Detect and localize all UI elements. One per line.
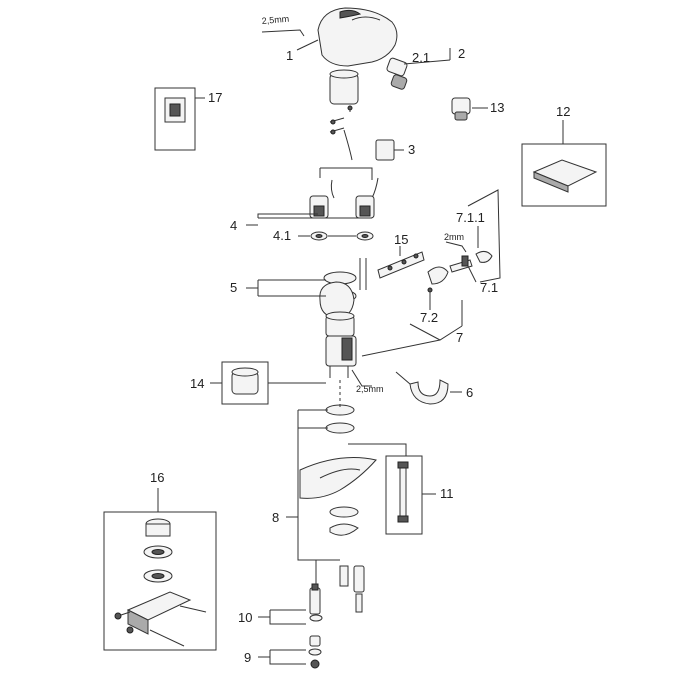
callout-13: 13 [490, 100, 504, 115]
hex-key-icon: 2,5mm [351, 369, 384, 394]
callout-4: 4 [230, 218, 237, 233]
hex-key-icon: 2,5mm [261, 14, 305, 37]
callout-12: 12 [556, 104, 570, 119]
callout-2: 2 [458, 46, 465, 61]
part-17-panel [154, 87, 196, 151]
part-12-cover [521, 143, 607, 207]
callout-17: 17 [208, 90, 222, 105]
callout-16: 16 [150, 470, 164, 485]
part-2-aerator [386, 57, 408, 90]
part-13-knob [451, 97, 471, 121]
part-4-1-washers [310, 231, 374, 241]
part-11-rod [385, 455, 423, 535]
callout-15: 15 [394, 232, 408, 247]
part-5-base-body [319, 258, 367, 378]
tool-size-label-3: 2,5mm [356, 384, 384, 394]
part-16-mounting-kit [103, 511, 217, 651]
callout-6: 6 [466, 385, 473, 400]
callout-8: 8 [272, 510, 279, 525]
part-4-solenoid-valves [309, 177, 379, 219]
part-15-plate [377, 251, 425, 279]
part-6-shield [409, 379, 449, 405]
part-9-fittings [308, 635, 322, 669]
callout-7-2: 7.2 [420, 310, 438, 325]
callout-11: 11 [440, 486, 454, 501]
callout-1: 1 [286, 48, 293, 63]
callout-3: 3 [408, 142, 415, 157]
callout-14: 14 [190, 376, 204, 391]
tool-size-label-2: 2mm [444, 232, 464, 242]
cartridge-cylinder [329, 69, 359, 112]
callout-4-1: 4.1 [273, 228, 291, 243]
callout-7-1: 7.1 [480, 280, 498, 295]
part-1-faucet-body [317, 7, 398, 67]
hex-key-icon: 2mm [444, 232, 467, 253]
callout-7-1-1: 7.1.1 [456, 210, 485, 225]
part-3-bracket [329, 117, 395, 161]
callout-5: 5 [230, 280, 237, 295]
part-8-fixing-set [299, 404, 377, 613]
part-14-sleeve [221, 361, 269, 405]
callout-10: 10 [238, 610, 252, 625]
part-7-lever-assembly [427, 250, 493, 293]
callout-2-1: 2.1 [412, 50, 430, 65]
part-10-hoses [309, 560, 323, 622]
callout-7: 7 [456, 330, 463, 345]
tool-size-label-1: 2,5mm [261, 14, 289, 26]
callout-9: 9 [244, 650, 251, 665]
